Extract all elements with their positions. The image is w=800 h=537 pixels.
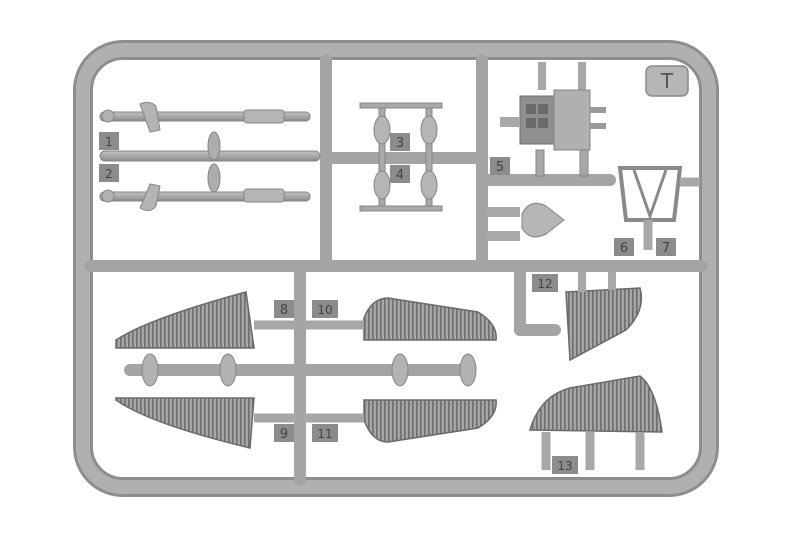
part-5-gun-block bbox=[500, 62, 606, 177]
part-tag-10: 10 bbox=[312, 300, 338, 318]
part-number-tags: 1 2 3 4 5 6 7 8 9 10 11 12 13 bbox=[99, 132, 676, 474]
part-number-12: 12 bbox=[537, 277, 552, 291]
part-number-10: 10 bbox=[317, 303, 332, 317]
part-tag-7: 7 bbox=[656, 238, 676, 256]
part-number-11: 11 bbox=[317, 427, 332, 441]
part-tag-5: 5 bbox=[490, 157, 510, 175]
sprue-letter-tag: T bbox=[645, 65, 689, 97]
part-number-1: 1 bbox=[105, 135, 113, 149]
parts-1-2-rods bbox=[99, 101, 321, 212]
part-tag-12: 12 bbox=[532, 274, 558, 292]
part-tag-4: 4 bbox=[390, 165, 410, 183]
part-tag-9: 9 bbox=[274, 424, 294, 442]
part-number-6: 6 bbox=[620, 241, 628, 256]
part-tag-11: 11 bbox=[312, 424, 338, 442]
part-tag-13: 13 bbox=[552, 456, 578, 474]
part-number-4: 4 bbox=[396, 168, 404, 183]
parts-10-11-wings-right bbox=[304, 297, 497, 443]
bulb-part bbox=[486, 202, 565, 241]
part-number-3: 3 bbox=[396, 136, 404, 151]
part-tag-8: 8 bbox=[274, 300, 294, 318]
part-tag-6: 6 bbox=[614, 238, 634, 256]
part-number-9: 9 bbox=[280, 427, 288, 442]
runners bbox=[84, 54, 708, 486]
parts-6-7-frame bbox=[617, 166, 700, 250]
part-number-2: 2 bbox=[105, 167, 113, 181]
part-number-8: 8 bbox=[280, 303, 288, 318]
parts-8-9-wings-left bbox=[115, 291, 296, 449]
part-12-rudder bbox=[565, 272, 643, 362]
part-tag-2: 2 bbox=[99, 164, 119, 182]
parts-3-4-frames bbox=[359, 102, 443, 212]
part-13-tail-fin bbox=[529, 375, 663, 470]
part-number-13: 13 bbox=[557, 459, 572, 473]
sprue-frame bbox=[73, 40, 719, 497]
part-tag-1: 1 bbox=[99, 132, 119, 150]
part-tag-3: 3 bbox=[390, 133, 410, 151]
part-number-7: 7 bbox=[662, 241, 670, 256]
sprue-letter: T bbox=[660, 69, 674, 93]
part-number-5: 5 bbox=[496, 160, 504, 175]
